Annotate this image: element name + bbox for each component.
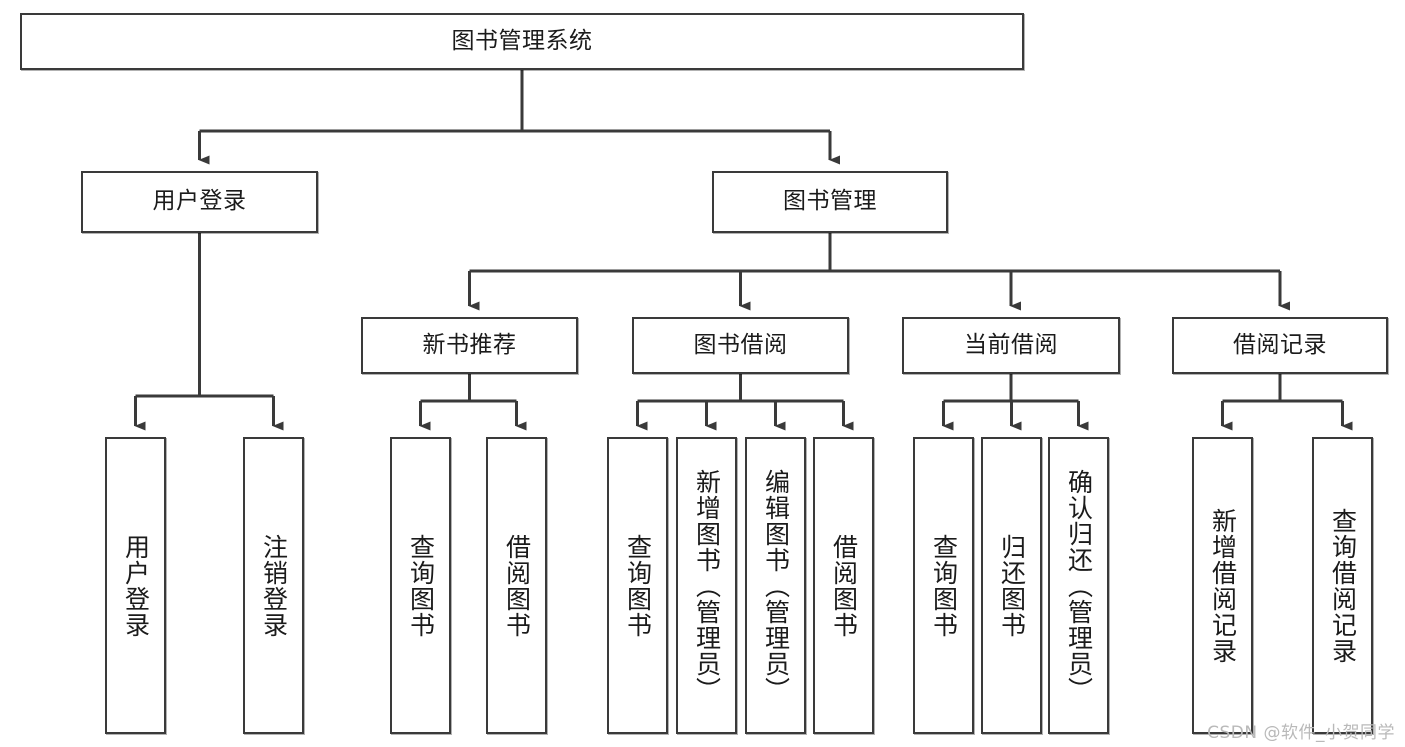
node-label: 编辑图书（管理员） <box>761 468 791 703</box>
node-leaf-user-login[interactable]: 用户登录 <box>105 437 166 734</box>
node-leaf-return-book[interactable]: 归还图书 <box>981 437 1042 734</box>
node-borrow-record[interactable]: 借阅记录 <box>1172 317 1388 374</box>
node-leaf-add-record[interactable]: 新增借阅记录 <box>1192 437 1253 734</box>
node-label: 借阅图书 <box>502 533 532 638</box>
node-label: 图书管理 <box>783 188 877 215</box>
node-leaf-edit-book[interactable]: 编辑图书（管理员） <box>745 437 806 734</box>
node-book-manage[interactable]: 图书管理 <box>712 171 948 233</box>
node-label: 查询借阅记录 <box>1328 507 1358 664</box>
node-book-borrow[interactable]: 图书借阅 <box>632 317 849 374</box>
node-label: 图书管理系统 <box>451 27 593 54</box>
node-leaf-borrow-book-rec[interactable]: 借阅图书 <box>486 437 547 734</box>
node-leaf-confirm-return[interactable]: 确认归还（管理员） <box>1048 437 1109 734</box>
node-new-book-rec[interactable]: 新书推荐 <box>361 317 578 374</box>
node-leaf-query-book-rec[interactable]: 查询图书 <box>390 437 451 734</box>
node-label: 注销登录 <box>259 533 289 638</box>
node-label: 借阅图书 <box>829 533 859 638</box>
node-root[interactable]: 图书管理系统 <box>20 13 1024 70</box>
node-leaf-add-book[interactable]: 新增图书（管理员） <box>676 437 737 734</box>
node-label: 查询图书 <box>623 533 653 638</box>
node-current-borrow[interactable]: 当前借阅 <box>902 317 1120 374</box>
node-label: 借阅记录 <box>1233 331 1327 358</box>
node-label: 确认归还（管理员） <box>1064 468 1094 703</box>
node-leaf-logout[interactable]: 注销登录 <box>243 437 304 734</box>
node-label: 归还图书 <box>997 533 1027 638</box>
node-label: 新增借阅记录 <box>1208 507 1238 664</box>
node-label: 查询图书 <box>929 533 959 638</box>
node-label: 新增图书（管理员） <box>692 468 722 703</box>
node-leaf-query-book-cur[interactable]: 查询图书 <box>913 437 974 734</box>
node-user-login[interactable]: 用户登录 <box>81 171 318 233</box>
node-label: 图书借阅 <box>693 331 788 358</box>
watermark: CSDN @软件_小贺同学 <box>1207 723 1395 743</box>
node-label: 当前借阅 <box>964 331 1058 358</box>
node-leaf-query-book[interactable]: 查询图书 <box>607 437 668 734</box>
node-leaf-query-record[interactable]: 查询借阅记录 <box>1312 437 1373 734</box>
node-leaf-borrow-book[interactable]: 借阅图书 <box>813 437 874 734</box>
node-label: 新书推荐 <box>422 331 517 358</box>
node-label: 用户登录 <box>152 188 247 215</box>
node-label: 用户登录 <box>121 533 151 638</box>
node-label: 查询图书 <box>406 533 436 638</box>
